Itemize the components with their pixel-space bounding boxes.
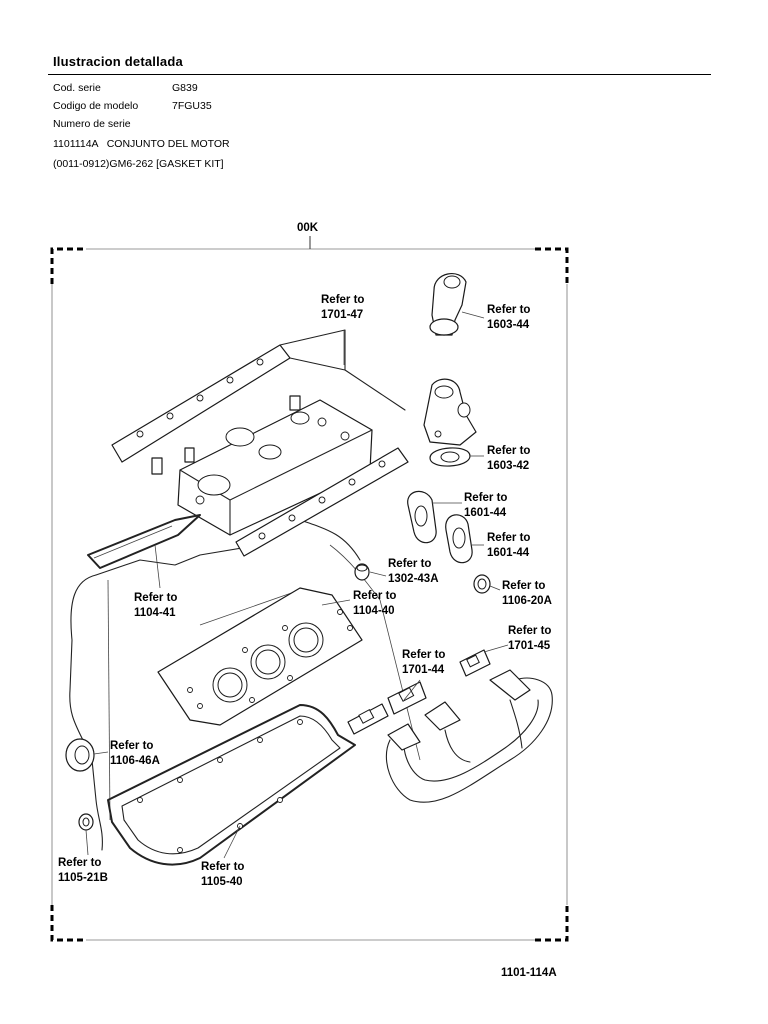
exhaust-port-gasket-left — [347, 703, 389, 735]
exhaust-port-gasket-right — [387, 681, 427, 715]
svg-text:Refer to: Refer to — [487, 532, 530, 544]
svg-text:Refer to: Refer to — [508, 625, 551, 637]
svg-text:Refer to: Refer to — [502, 580, 545, 592]
thermostat-housing — [423, 378, 477, 446]
svg-text:Refer to: Refer to — [58, 857, 101, 869]
upper-manifold-gasket — [111, 329, 406, 463]
callout-1601-44-a: Refer to 1601-44 — [464, 492, 507, 519]
svg-text:Refer to: Refer to — [388, 558, 431, 570]
callout-1603-44: Refer to 1603-44 — [487, 304, 530, 331]
svg-text:1603-42: 1603-42 — [487, 460, 529, 472]
callout-1701-44: Refer to 1701-44 — [402, 649, 445, 676]
callout-1106-46a: Refer to 1106-46A — [110, 740, 160, 767]
callout-1601-44-b: Refer to 1601-44 — [487, 532, 530, 559]
plug-seal — [354, 563, 370, 581]
assembly-line: 1101114A CONJUNTO DEL MOTOR — [53, 138, 230, 150]
thermostat-gasket — [429, 447, 471, 467]
svg-text:1701-45: 1701-45 — [508, 640, 551, 652]
page-title: Ilustracion detallada — [53, 54, 183, 69]
callout-1104-40: Refer to 1104-40 — [353, 590, 396, 617]
svg-text:1106-20A: 1106-20A — [502, 595, 552, 607]
modelo-value: 7FGU35 — [172, 100, 212, 112]
callout-1106-20a: Refer to 1106-20A — [502, 580, 552, 607]
cylinder-head-gasket — [157, 587, 363, 726]
callout-1104-41: Refer to 1104-41 — [134, 592, 177, 619]
svg-text:1105-40: 1105-40 — [201, 876, 243, 888]
water-outlet-elbow — [429, 273, 467, 336]
lower-manifold-gasket — [235, 447, 409, 557]
small-oil-seal — [78, 813, 94, 831]
svg-text:1302-43A: 1302-43A — [388, 573, 439, 585]
svg-text:1104-40: 1104-40 — [353, 605, 395, 617]
title-divider — [48, 74, 711, 75]
svg-text:Refer to: Refer to — [134, 592, 177, 604]
modelo-label: Codigo de modelo — [53, 100, 139, 112]
callout-1105-21b: Refer to 1105-21B — [58, 857, 108, 884]
svg-text:Refer to: Refer to — [353, 590, 396, 602]
svg-text:Refer to: Refer to — [110, 740, 153, 752]
exhaust-flange-gasket — [459, 649, 491, 677]
oil-pan-gasket — [107, 704, 356, 866]
svg-text:1701-44: 1701-44 — [402, 664, 445, 676]
svg-text:1601-44: 1601-44 — [487, 547, 530, 559]
svg-text:1104-41: 1104-41 — [134, 607, 176, 619]
callout-1701-47: Refer to 1701-47 — [321, 294, 364, 321]
svg-text:Refer to: Refer to — [201, 861, 244, 873]
diagram-frame — [50, 236, 569, 942]
svg-text:1105-21B: 1105-21B — [58, 872, 108, 884]
kit-code-label: 00K — [297, 222, 319, 234]
callout-1603-42: Refer to 1603-42 — [487, 445, 530, 472]
svg-text:Refer to: Refer to — [464, 492, 507, 504]
svg-text:1601-44: 1601-44 — [464, 507, 507, 519]
water-pump-gasket-b — [445, 514, 473, 564]
svg-text:Refer to: Refer to — [321, 294, 364, 306]
callout-1701-45: Refer to 1701-45 — [508, 625, 551, 652]
leader-lines — [85, 311, 509, 859]
callout-1105-40: Refer to 1105-40 — [201, 861, 244, 888]
svg-text:Refer to: Refer to — [402, 649, 445, 661]
head-cover-part — [151, 395, 373, 536]
o-ring-seal — [473, 574, 491, 594]
exhaust-manifold — [385, 669, 553, 803]
head-cover-gasket — [87, 514, 201, 569]
svg-text:1701-47: 1701-47 — [321, 309, 363, 321]
svg-text:Refer to: Refer to — [487, 304, 530, 316]
serie-value: G839 — [172, 82, 198, 94]
callout-1302-43a: Refer to 1302-43A — [388, 558, 439, 585]
numero-label: Numero de serie — [53, 118, 131, 130]
figure-number: 1101-114A — [501, 967, 557, 979]
kit-line: (0011-0912)GM6-262 [GASKET KIT] — [53, 158, 224, 170]
svg-text:Refer to: Refer to — [487, 445, 530, 457]
serie-label: Cod. serie — [53, 82, 101, 94]
front-oil-seal — [65, 738, 95, 772]
svg-text:1106-46A: 1106-46A — [110, 755, 160, 767]
water-pump-gasket-a — [407, 490, 437, 544]
svg-text:1603-44: 1603-44 — [487, 319, 530, 331]
